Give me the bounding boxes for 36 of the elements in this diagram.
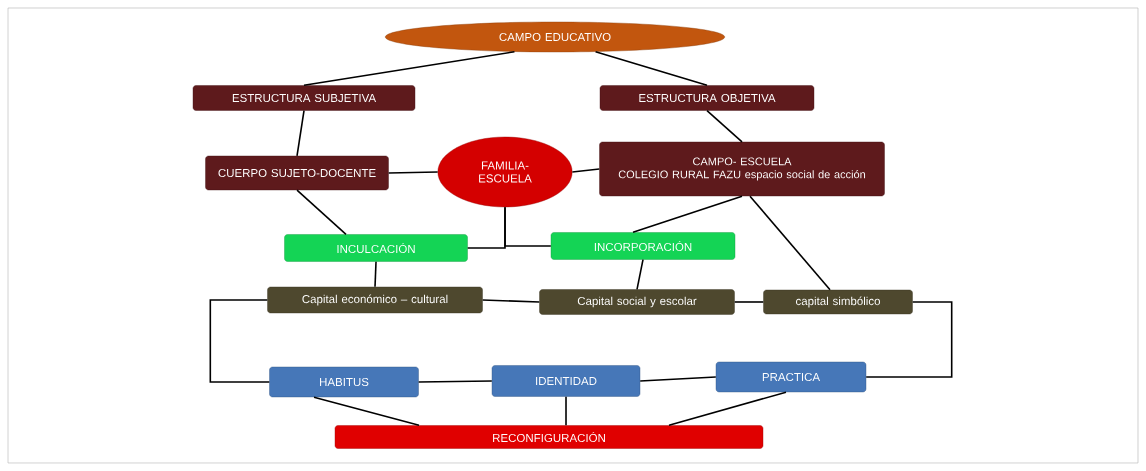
- connector-line: [303, 50, 516, 87]
- connector-line: [565, 395, 567, 427]
- concept-box: Capital social y escolar: [539, 289, 735, 315]
- concept-box: CAMPO- ESCUELA COLEGIO RURAL FAZU espacio social de acción: [599, 141, 885, 197]
- connector-line: [313, 396, 420, 427]
- ellipse-node: CAMPO EDUCATIVO: [385, 21, 725, 53]
- connector-line: [668, 391, 787, 427]
- connector-line: [865, 301, 953, 378]
- connector-line: [296, 189, 347, 236]
- concept-box: IDENTIDAD: [491, 365, 641, 397]
- connector-line: [632, 195, 743, 234]
- connector-line: [417, 380, 493, 383]
- concept-box: RECONFIGURACIÓN: [334, 425, 764, 449]
- concept-box: HABITUS: [269, 366, 419, 398]
- connector-line: [639, 376, 717, 382]
- concept-box: capital simbólico: [763, 289, 913, 315]
- connector-line: [636, 258, 644, 291]
- connector-line: [209, 299, 271, 383]
- connector-line: [706, 109, 743, 143]
- connector-line: [733, 301, 765, 303]
- concept-box: INCORPORACIÓN: [550, 232, 736, 260]
- connector-line: [594, 50, 708, 87]
- connector-line: [504, 206, 552, 247]
- connector-line: [296, 109, 305, 157]
- concept-box: ESTRUCTURA SUBJETIVA: [192, 85, 416, 111]
- ellipse-node: FAMILIA- ESCUELA: [437, 136, 573, 208]
- concept-box: INCULCACIÓN: [284, 234, 468, 262]
- concept-box: PRACTICA: [715, 361, 867, 393]
- concept-box: ESTRUCTURA OBJETIVA: [599, 85, 815, 111]
- connector-line: [749, 195, 831, 291]
- connector-line: [374, 260, 377, 288]
- connector-line: [571, 168, 601, 173]
- concept-box: CUERPO SUJETO-DOCENTE: [205, 155, 389, 191]
- connector-line: [387, 171, 439, 174]
- concept-box: Capital económico – cultural: [267, 286, 483, 314]
- connector-line: [481, 299, 541, 303]
